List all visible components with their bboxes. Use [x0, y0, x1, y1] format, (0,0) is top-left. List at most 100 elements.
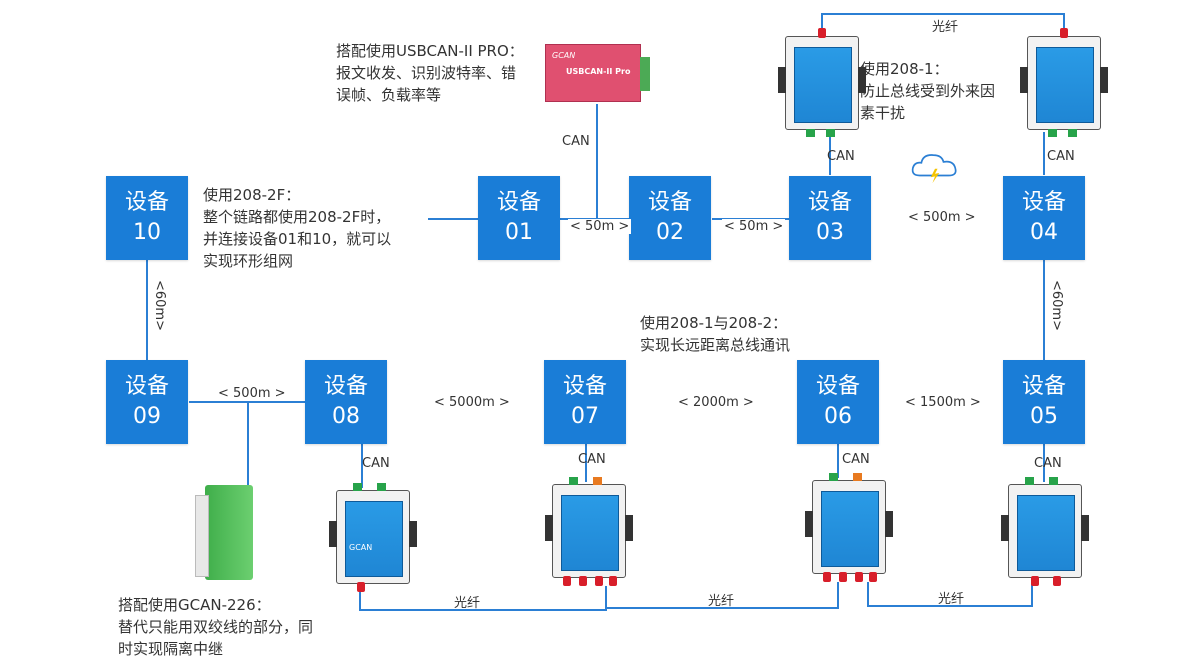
- can-terminal: [829, 473, 838, 481]
- can-terminal: [1068, 129, 1077, 137]
- fiber-port: [595, 576, 603, 586]
- converter-face: [794, 47, 852, 123]
- distance-08-07: < 5000m >: [432, 395, 512, 410]
- device-name: 设备: [807, 190, 852, 215]
- usbcan-label: USBCAN-II Pro: [566, 67, 631, 76]
- device-id: 09: [133, 404, 161, 429]
- can-terminal: [353, 483, 362, 491]
- note-208-1: 使用208-1： 防止总线受到外来因 素干扰: [860, 60, 996, 122]
- distance-01-02: < 50m >: [568, 219, 632, 234]
- device-name: 设备: [1021, 190, 1066, 215]
- mount-ear: [625, 515, 633, 541]
- converter-dev07: [545, 477, 633, 586]
- can-label-05: CAN: [1034, 456, 1062, 471]
- gcan-226-note: 搭配使用GCAN-226： 替代只能用双绞线的部分，同 时实现隔离中继: [118, 596, 314, 658]
- fiber-port: [839, 572, 847, 582]
- device-07[interactable]: 设备 07: [544, 360, 626, 444]
- can-terminal: [806, 129, 815, 137]
- can-label-04: CAN: [1047, 149, 1075, 164]
- can-terminal: [1049, 477, 1058, 485]
- device-04[interactable]: 设备 04: [1003, 176, 1085, 260]
- can-label-usb: CAN: [560, 134, 592, 149]
- converter-face: [345, 501, 403, 577]
- module-side-panel: [195, 495, 209, 577]
- fiber-port: [563, 576, 571, 586]
- device-05[interactable]: 设备 05: [1003, 360, 1085, 444]
- can-label-06: CAN: [842, 452, 870, 467]
- fiber-label-3: 光纤: [938, 592, 965, 607]
- can-terminal: [853, 473, 862, 481]
- fiber-label-2: 光纤: [708, 594, 735, 609]
- mount-ear: [778, 67, 786, 93]
- distance-07-06: < 2000m >: [676, 395, 756, 410]
- distance-04-05: <60m>: [1049, 278, 1064, 333]
- mount-ear: [409, 521, 417, 547]
- note-208-1-208-2: 使用208-1与208-2： 实现长远距离总线通讯: [640, 314, 791, 354]
- device-03[interactable]: 设备 03: [789, 176, 871, 260]
- fiber-port: [357, 582, 365, 592]
- fiber-label-top: 光纤: [930, 16, 961, 35]
- device-id: 02: [656, 220, 684, 245]
- mount-ear: [1100, 67, 1108, 93]
- fiber-port: [818, 28, 826, 38]
- fiber-port: [1053, 576, 1061, 586]
- fiber-port: [579, 576, 587, 586]
- note-208-2f: 使用208-2F： 整个链路都使用208-2F时， 并连接设备01和10，就可以…: [203, 186, 392, 270]
- fiber-port: [869, 572, 877, 582]
- distance-02-03: < 50m >: [722, 219, 786, 234]
- device-id: 04: [1030, 220, 1058, 245]
- mount-ear: [805, 511, 813, 537]
- can-terminal: [377, 483, 386, 491]
- usbcan-note: 搭配使用USBCAN-II PRO： 报文收发、识别波特率、错 误帧、负载率等: [336, 42, 524, 104]
- converter-face: [1036, 47, 1094, 123]
- mount-ear: [858, 67, 866, 93]
- mount-ear: [1081, 515, 1089, 541]
- can-label-08: CAN: [362, 456, 390, 471]
- converter-208-1-dev04: [1020, 28, 1108, 137]
- device-id: 07: [571, 404, 599, 429]
- fiber-port: [823, 572, 831, 582]
- converter-face: [561, 495, 619, 571]
- converter-brand: GCAN: [349, 543, 373, 552]
- device-id: 06: [824, 404, 852, 429]
- device-02[interactable]: 设备 02: [629, 176, 711, 260]
- device-name: 设备: [647, 190, 692, 215]
- device-01[interactable]: 设备 01: [478, 176, 560, 260]
- mount-ear: [1001, 515, 1009, 541]
- device-06[interactable]: 设备 06: [797, 360, 879, 444]
- fiber-port: [855, 572, 863, 582]
- device-name: 设备: [124, 374, 169, 399]
- device-09[interactable]: 设备 09: [106, 360, 188, 444]
- can-terminal: [569, 477, 578, 485]
- distance-09-08: < 500m >: [216, 386, 288, 401]
- gcan-226-module: [195, 485, 253, 580]
- mount-ear: [329, 521, 337, 547]
- converter-dev05: [1001, 477, 1089, 586]
- converter-face: [821, 491, 879, 567]
- device-id: 05: [1030, 404, 1058, 429]
- device-10[interactable]: 设备 10: [106, 176, 188, 260]
- usbcan-ii-pro-device: GCAN USBCAN-II Pro: [545, 44, 650, 102]
- fiber-port: [1031, 576, 1039, 586]
- can-label-07: CAN: [578, 452, 606, 467]
- distance-03-04: < 500m >: [908, 210, 976, 225]
- can-terminal: [1048, 129, 1057, 137]
- converter-dev06: [805, 473, 893, 582]
- distance-10-09: <60m>: [152, 278, 167, 333]
- can-terminal: [593, 477, 602, 485]
- device-name: 设备: [562, 374, 607, 399]
- distance-06-05: < 1500m >: [903, 395, 983, 410]
- can-terminal: [1025, 477, 1034, 485]
- fiber-port: [1060, 28, 1068, 38]
- device-name: 设备: [815, 374, 860, 399]
- fiber-label-1: 光纤: [454, 596, 481, 611]
- device-id: 10: [133, 220, 161, 245]
- fiber-port: [609, 576, 617, 586]
- device-id: 03: [816, 220, 844, 245]
- device-08[interactable]: 设备 08: [305, 360, 387, 444]
- device-id: 01: [505, 220, 533, 245]
- converter-dev08: GCAN: [329, 483, 417, 592]
- mount-ear: [885, 511, 893, 537]
- can-label-03: CAN: [827, 149, 855, 164]
